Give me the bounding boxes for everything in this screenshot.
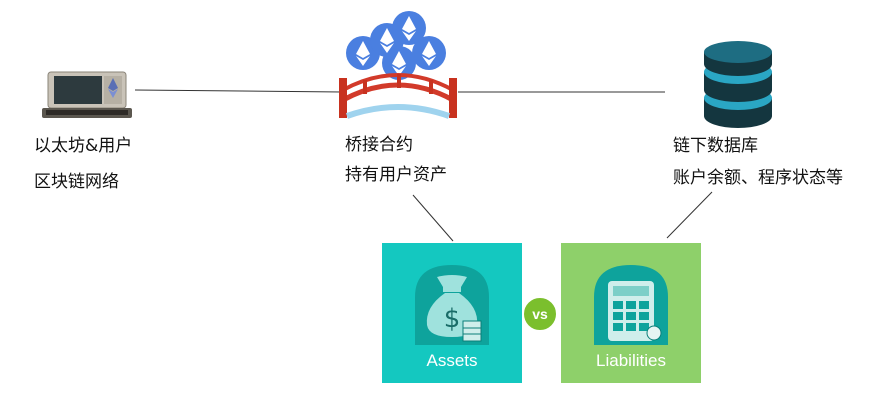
offchain-db-line1: 链下数据库 [673, 136, 758, 156]
bridge-contract-line1: 桥接合约 [345, 135, 413, 155]
liabilities-label: Liabilities [596, 351, 666, 370]
ethereum-icon [346, 11, 446, 80]
ethereum-users-line1: 以太坊&用户 [34, 136, 133, 156]
vs-badge: vs [522, 296, 558, 332]
assets-card: $ Assets [382, 243, 522, 383]
assets-label: Assets [426, 351, 478, 370]
bridge-assets-line [412, 194, 454, 242]
offchain-db-line2: 账户余额、程序状态等 [673, 168, 843, 188]
svg-text:$: $ [444, 304, 461, 334]
liabilities-card: Liabilities [561, 243, 701, 383]
bridge-contract-label: 桥接合约 持有用户资产 [345, 132, 447, 188]
ethereum-users-line2: 区块链网络 [34, 172, 119, 192]
database-liabilities-line [666, 191, 713, 239]
computer-bridge-line [134, 89, 343, 93]
offchain-db-label: 链下数据库 账户余额、程序状态等 [673, 133, 843, 191]
bridge-contract-line2: 持有用户资产 [345, 165, 447, 185]
ethereum-users-label: 以太坊&用户 区块链网络 [34, 133, 132, 195]
calculator-icon [594, 265, 668, 345]
bridge-icon [339, 11, 457, 119]
money-bag-icon: $ [415, 265, 489, 345]
computer-icon [42, 71, 132, 118]
database-icon [704, 41, 772, 128]
